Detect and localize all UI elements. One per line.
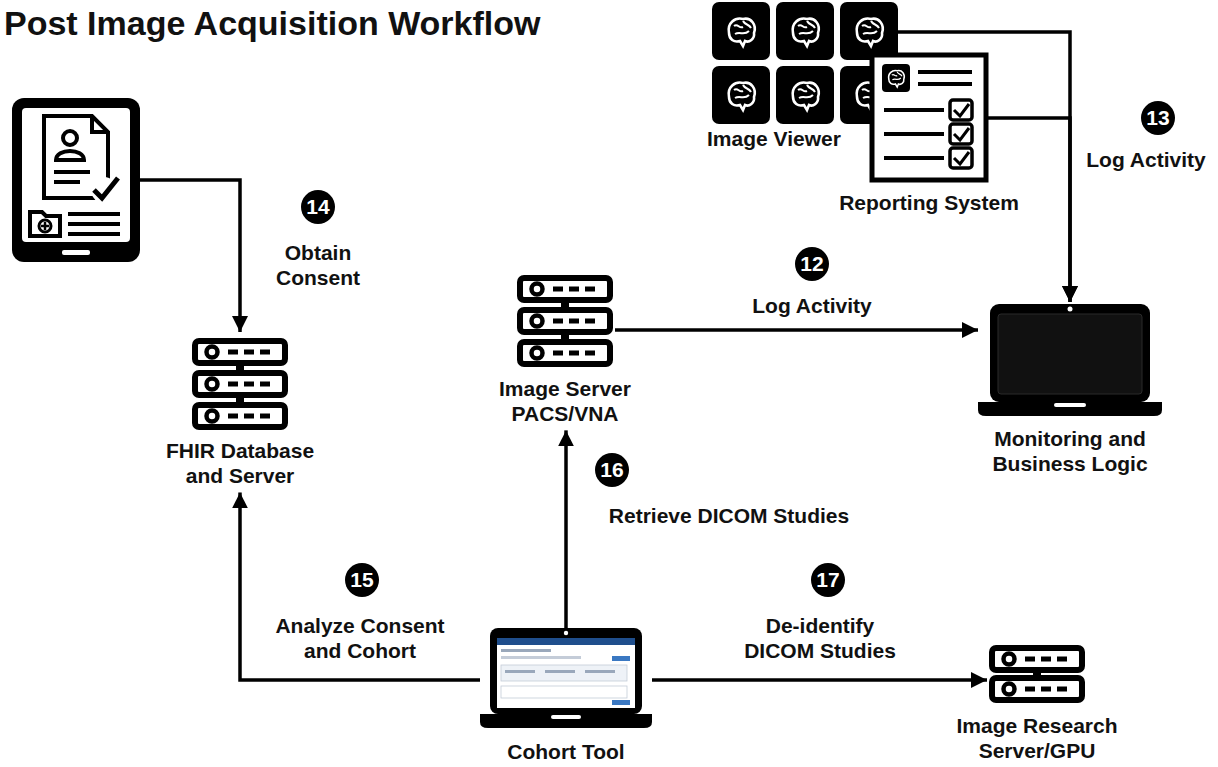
edge-label: De-identify DICOM Studies	[732, 613, 908, 663]
fhir-server: FHIR Database and Server	[190, 336, 290, 430]
callout-number: 15	[345, 563, 379, 597]
diagram-title: Post Image Acquisition Workflow	[4, 4, 541, 43]
node-label: Monitoring and Business Logic	[970, 426, 1170, 476]
laptop-icon	[978, 304, 1162, 416]
monitoring-laptop: Monitoring and Business Logic	[978, 302, 1162, 416]
flow-arrow	[652, 678, 987, 682]
image-server: Image Server PACS/VNA	[515, 273, 615, 367]
node-label: FHIR Database and Server	[150, 438, 330, 488]
server-icon	[195, 341, 285, 427]
report-icon	[872, 55, 986, 180]
edge-label: Analyze Consent and Cohort	[257, 613, 463, 663]
server-icon	[520, 278, 610, 364]
consent-arrow	[140, 180, 240, 332]
tablet-icon	[12, 98, 140, 262]
node-label: Reporting System	[839, 190, 1019, 215]
image-viewer: Image Viewer	[712, 2, 898, 124]
laptop-icon	[480, 628, 652, 728]
flow-arrow	[898, 32, 1070, 302]
reporting-system: Reporting System	[870, 53, 988, 182]
node-label: Image Viewer	[707, 126, 841, 151]
step-label: Obtain Consent	[263, 240, 373, 290]
flow-arrow	[564, 430, 568, 628]
flow-arrow	[615, 328, 978, 332]
node-label: Image Research Server/GPU	[947, 713, 1127, 763]
callout-number: 13	[1141, 101, 1175, 135]
cohort-tool: Cohort Tool	[480, 628, 652, 728]
flow-arrow	[240, 492, 480, 680]
research-server: Image Research Server/GPU	[987, 643, 1087, 703]
callout-number: 17	[811, 563, 845, 597]
callout-number: 16	[595, 453, 629, 487]
node-label: Cohort Tool	[507, 739, 624, 764]
node-label: Image Server PACS/VNA	[475, 376, 655, 426]
edge-label: Log Activity	[749, 293, 874, 318]
callout-number: 12	[795, 247, 829, 281]
edge-label: Retrieve DICOM Studies	[606, 503, 852, 528]
server-icon	[992, 648, 1082, 700]
callout-number: 14	[301, 190, 335, 224]
edge-label: Log Activity	[1083, 147, 1208, 172]
